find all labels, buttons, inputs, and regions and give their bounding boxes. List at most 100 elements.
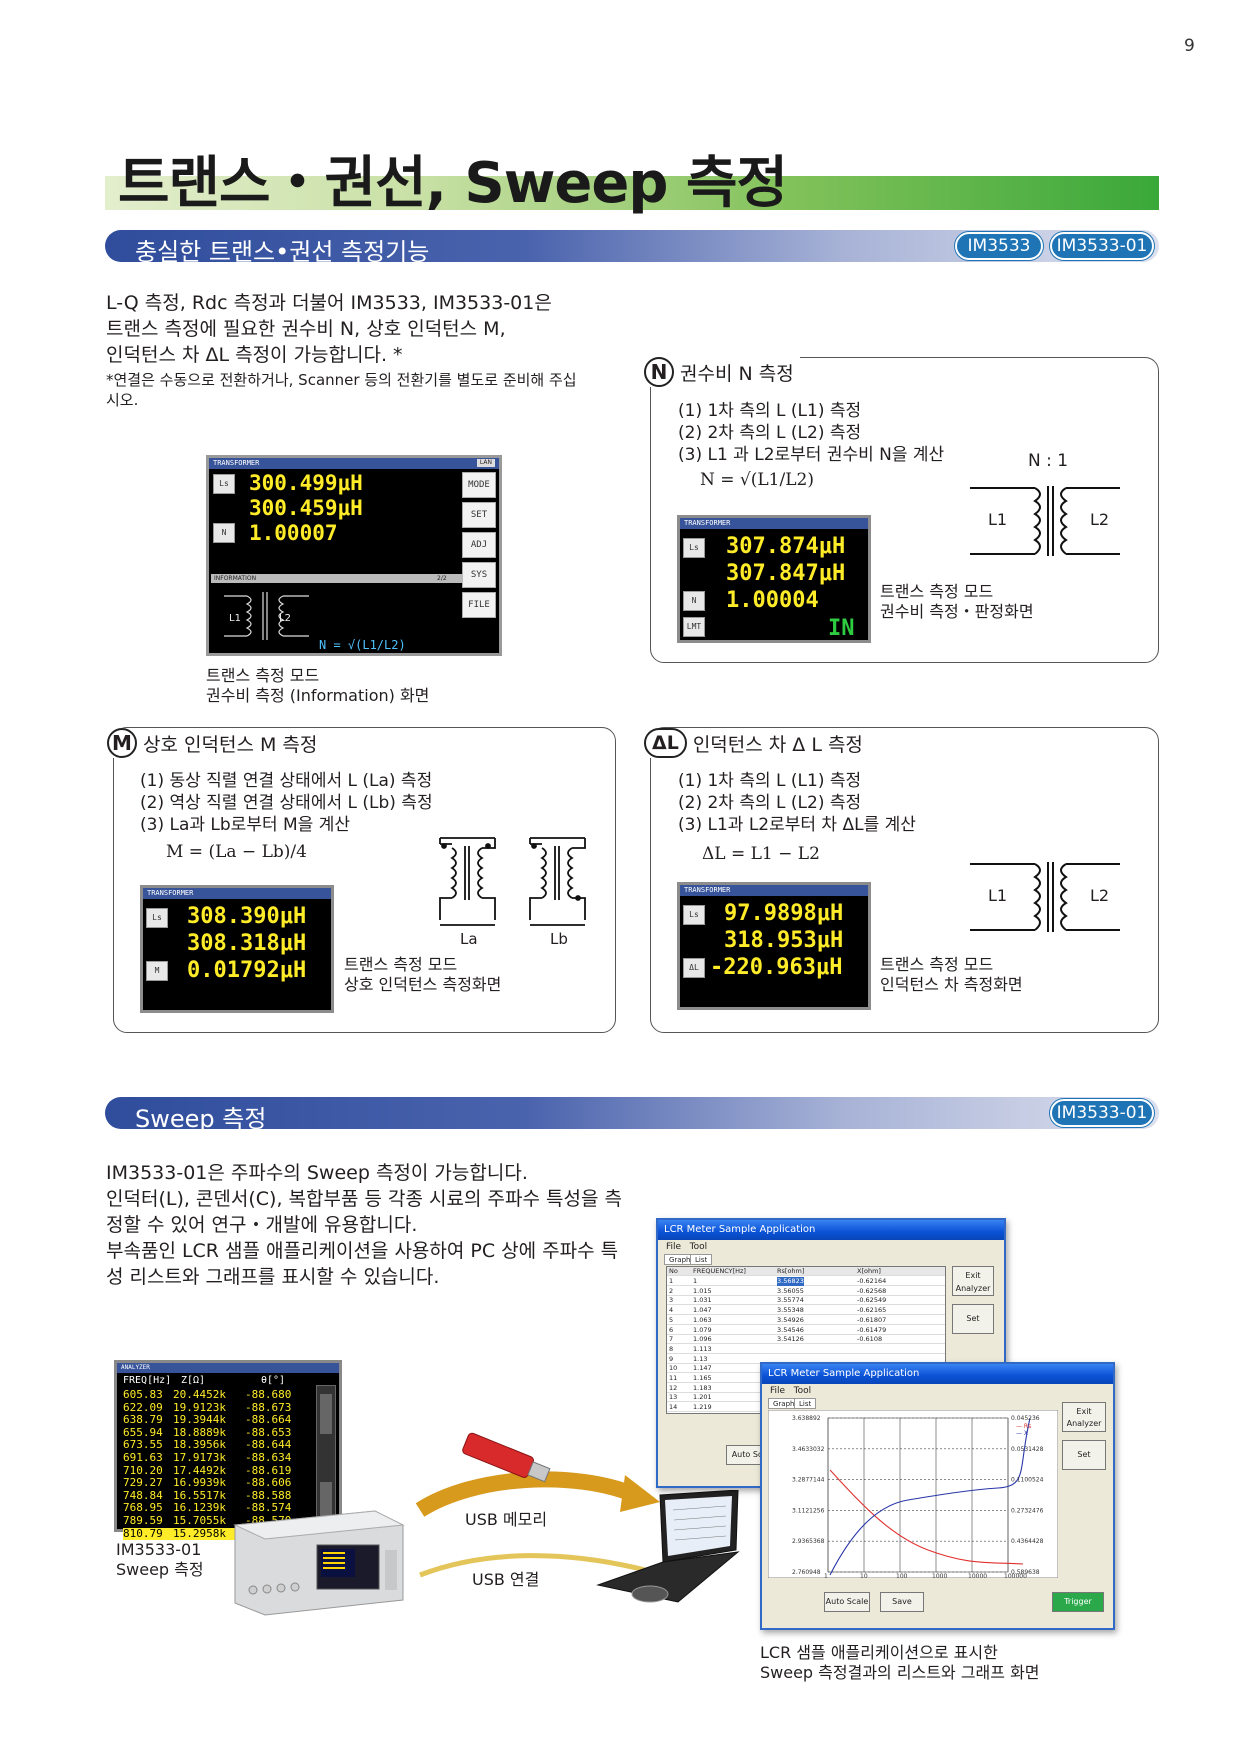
rs-series-line (829, 1469, 1024, 1565)
tab-list[interactable]: List (794, 1398, 817, 1409)
info-formula: N = √(L1/L2) (319, 638, 406, 652)
caption-line: Sweep 측정결과의 리스트와 그래프 화면 (760, 1663, 1040, 1682)
step-line: (3) L1과 L2로부터 차 ΔL를 계산 (678, 815, 916, 835)
sweep-cell: 17.9173k (173, 1451, 226, 1464)
x-tick-label: 100 (896, 1573, 908, 1578)
sweep-cell: -88.574 (245, 1501, 292, 1515)
column-header: θ[°] (261, 1375, 286, 1386)
sweep-cell: 691.63 (123, 1451, 163, 1464)
sweep-intro: IM3533-01은 주파수의 Sweep 측정이 가능합니다. 인덕터(L),… (106, 1160, 622, 1290)
intro-line: L-Q 측정, Rdc 측정과 더불어 IM3533, IM3533-01은 (106, 292, 552, 314)
transformer-diagram (970, 862, 1120, 932)
table-cell: 1.219 (693, 1403, 712, 1412)
menu-tool[interactable]: Tool (689, 1242, 708, 1252)
usb-memory-label: USB 메모리 (465, 1510, 548, 1529)
judgement: IN (828, 616, 855, 641)
value-l2: 318.953μH (724, 928, 844, 953)
table-cell: 3.56823 (777, 1277, 804, 1286)
caption-line: Sweep 측정 (116, 1560, 204, 1579)
caption-line: IM3533-01 (116, 1540, 202, 1559)
table-cell: -0.61807 (857, 1315, 887, 1324)
usb-memory-icon (462, 1432, 551, 1483)
file-key: FILE (462, 592, 496, 618)
instrument-caption: IM3533-01 Sweep 측정 (116, 1540, 204, 1580)
table-cell: 7 (669, 1335, 674, 1344)
caption-line: 트랜스 측정 모드 (880, 582, 994, 601)
y-left-tick-label: 2.9365368 (792, 1538, 825, 1545)
column-header: Z[Ω] (181, 1375, 206, 1386)
table-header: No FREQUENCY[Hz] Rs[ohm] X[ohm] (667, 1267, 945, 1276)
legend-rs: — Rs (1016, 1423, 1031, 1430)
save-button[interactable]: Save (880, 1592, 924, 1612)
key-ls: Ls (683, 905, 705, 925)
table-cell: -0.6108 (857, 1335, 883, 1344)
panel-heading: 상호 인덕턴스 M 측정 (143, 733, 318, 756)
trigger-button[interactable]: Trigger (1052, 1592, 1104, 1612)
x-tick-label: 10 (860, 1573, 868, 1578)
model-badge: IM3533-01 (1050, 232, 1154, 260)
transformer-diagram (970, 486, 1120, 556)
screen-header: TRANSFORMER (680, 885, 868, 896)
exit-analyzer-button[interactable]: Exit Analyzer (1062, 1402, 1106, 1432)
y-right-tick-label: 0.0531428 (1011, 1446, 1044, 1453)
steps-m: (1) 동상 직렬 연결 상태에서 L (La) 측정 (2) 역상 직렬 연결… (140, 770, 433, 836)
exit-analyzer-button[interactable]: Exit Analyzer (952, 1266, 994, 1296)
menu-file[interactable]: File (666, 1242, 682, 1252)
menu-bar: File Tool (658, 1240, 1004, 1254)
app-window-graph: LCR Meter Sample Application File Tool G… (760, 1362, 1115, 1630)
sweep-cell: 20.4452k (173, 1388, 226, 1401)
info-caption: 트랜스 측정 모드 권수비 측정 (Information) 화면 (206, 666, 429, 706)
panel-heading: 인덕턴스 차 Δ L 측정 (692, 733, 863, 756)
table-cell: 3.54926 (777, 1315, 804, 1324)
screen-header: TRANSFORMER (209, 458, 499, 469)
adj-key: ADJ (462, 532, 496, 558)
sweep-cell: 15.7055k (173, 1514, 226, 1527)
sweep-cell: 729.27 (123, 1476, 163, 1490)
table-cell: 4 (669, 1306, 674, 1315)
page-title: 트랜스・권선, Sweep 측정 (118, 151, 788, 216)
x-tick-label: 1 (824, 1573, 828, 1578)
table-cell: -0.62568 (857, 1286, 887, 1295)
set-button[interactable]: Set (1062, 1440, 1106, 1470)
x-tick-label: 10000 (968, 1573, 987, 1578)
menu-file[interactable]: File (770, 1386, 786, 1396)
auto-scale-button[interactable]: Auto Scale (824, 1592, 870, 1612)
page-number: 9 (1184, 36, 1195, 56)
set-button[interactable]: Set (952, 1304, 994, 1334)
info-page: 2/2 (437, 575, 447, 582)
caption-line: 권수비 측정 (Information) 화면 (206, 686, 430, 705)
tab-list[interactable]: List (690, 1254, 713, 1265)
section-bar-sweep: Sweep 측정 (105, 1097, 1159, 1133)
sweep-cell: 18.3956k (173, 1438, 226, 1452)
sweep-cell: -88.619 (245, 1463, 292, 1477)
sweep-cell: -88.673 (245, 1400, 292, 1414)
turns-ratio-screen: TRANSFORMER Ls N LMT 307.874μH 307.847μH… (677, 515, 871, 643)
y-right-tick-label: 0.2732476 (1011, 1507, 1044, 1514)
caption-m: 트랜스 측정 모드 상호 인덕턴스 측정화면 (344, 955, 501, 995)
caption-dl: 트랜스 측정 모드 인덕턴스 차 측정화면 (880, 955, 1023, 995)
screen-header: TRANSFORMER (143, 888, 331, 899)
sweep-cell: 810.79 (123, 1526, 163, 1540)
table-cell: 3.54546 (777, 1325, 804, 1334)
sweep-cell: -88.653 (245, 1425, 292, 1439)
table-cell: 1.201 (693, 1393, 712, 1402)
info-screen: TRANSFORMER LAN Ls N 300.499μH 300.459μH… (206, 455, 502, 656)
table-cell: 11 (669, 1374, 678, 1382)
table-cell: 6 (669, 1325, 674, 1334)
table-cell: 1.063 (693, 1315, 712, 1324)
sweep-cell: -88.664 (245, 1413, 292, 1427)
step-line: (1) 동상 직렬 연결 상태에서 L (La) 측정 (140, 771, 433, 791)
menu-tool[interactable]: Tool (793, 1386, 812, 1396)
